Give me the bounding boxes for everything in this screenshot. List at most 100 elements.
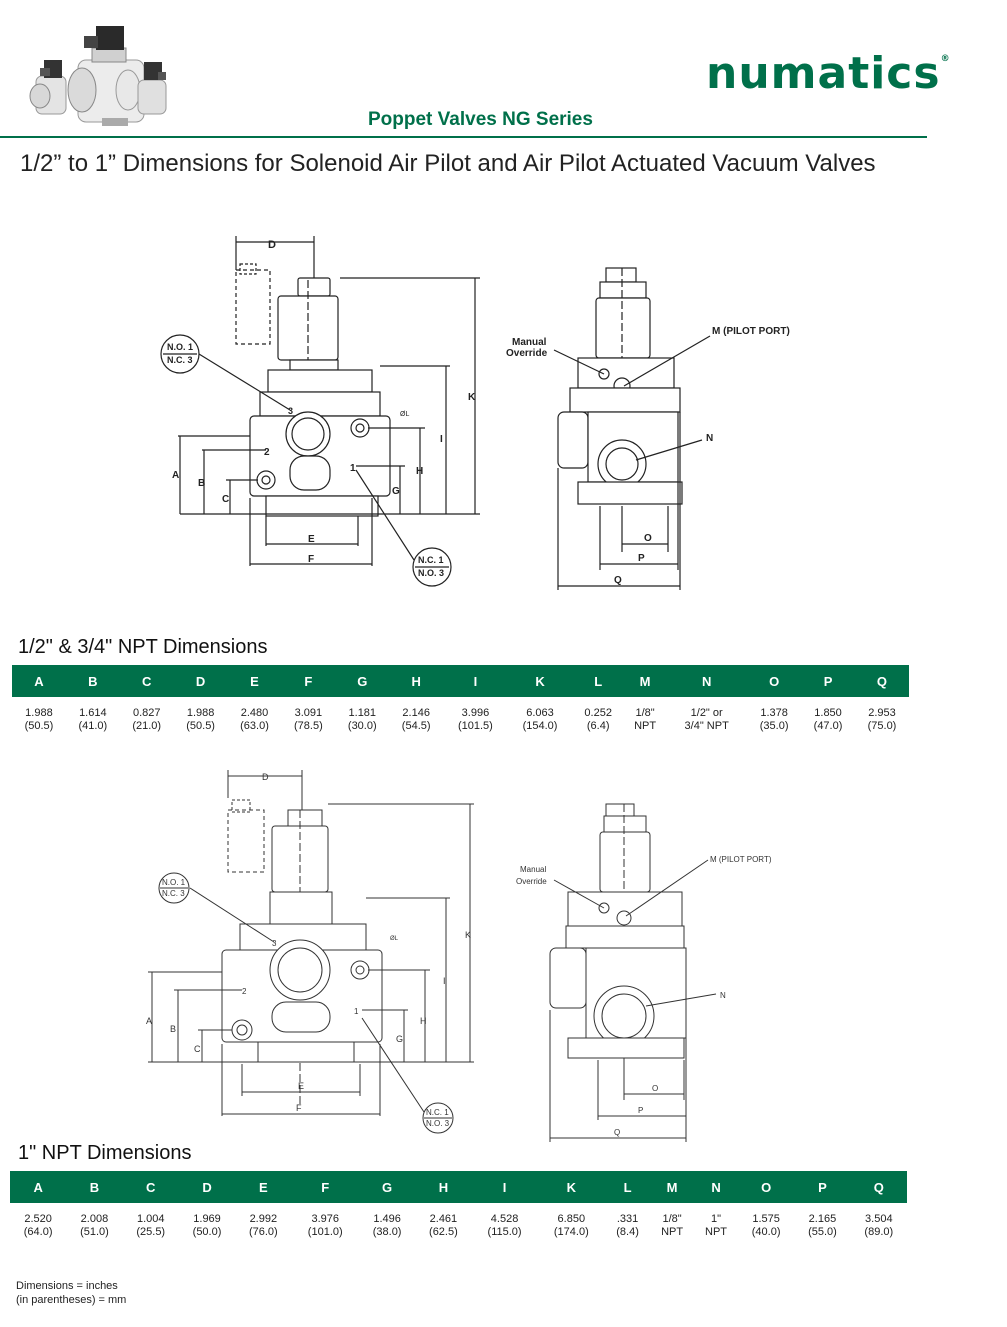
manual-override-line2: Override — [516, 877, 547, 886]
port-3-label: 3 — [272, 939, 277, 948]
side-view-diagram-1: D 2 1 3 ØL K I H G A B C E F N.O. 1 N.C.… — [160, 236, 480, 587]
dim-label-c: C — [194, 1044, 201, 1054]
table-cell: 1.614(41.0) — [78, 707, 108, 732]
callout-bottom-line1: N.C. 1 — [418, 555, 444, 565]
dim-label-e: E — [298, 1081, 304, 1091]
units-footnote: Dimensions = inches (in parentheses) = m… — [16, 1279, 126, 1307]
brand-logo: numatics® — [706, 48, 951, 99]
brand-name: numatics — [706, 48, 941, 99]
manual-override-line2: Override — [506, 348, 548, 359]
dim-label-g: G — [396, 1034, 403, 1044]
side-view-diagram-2: D 2 1 3 ØL K I H G A B C E F N.O. 1 N.C.… — [146, 770, 474, 1134]
table-cell: 1"NPT — [705, 1213, 728, 1238]
dim-label-q: Q — [614, 1128, 620, 1137]
dim-label-l: ØL — [390, 936, 399, 942]
dim-label-n: N — [720, 991, 726, 1000]
dim-label-n: N — [706, 433, 713, 444]
dim-label-f: F — [308, 554, 314, 565]
product-photo — [29, 26, 167, 126]
dim-label-i: I — [440, 434, 443, 445]
manual-override-line1: Manual — [520, 865, 546, 874]
front-view-diagram-1: Manual Override M (PILOT PORT) N O P Q — [506, 267, 790, 590]
callout-top-line2: N.C. 3 — [162, 889, 185, 898]
table-cell: 0.252(6.4) — [584, 707, 612, 732]
dim-label-l: ØL — [400, 411, 409, 418]
table-cell: 3.976(101.0) — [307, 1213, 343, 1238]
col-header-o: O — [738, 1171, 795, 1203]
footnote-line-1: Dimensions = inches — [16, 1280, 118, 1292]
col-header-c: C — [122, 1171, 179, 1203]
table-cell: .331(8.4) — [616, 1213, 639, 1238]
series-title: Poppet Valves NG Series — [368, 109, 593, 130]
dim-label-g: G — [392, 486, 400, 497]
section2-title: 1" NPT Dimensions — [18, 1142, 192, 1164]
dim-label-p: P — [638, 553, 645, 564]
port-2-label: 2 — [264, 447, 270, 458]
table-cell: 1.004(25.5) — [136, 1213, 166, 1238]
col-header-l: L — [572, 665, 625, 697]
col-header-g: G — [358, 1171, 416, 1203]
col-header-i: I — [443, 665, 508, 697]
col-header-p: P — [801, 665, 855, 697]
table-cell: 6.850(174.0) — [553, 1213, 589, 1238]
port-3-label: 3 — [288, 406, 293, 416]
table-row: 1.988(50.5) 1.614(41.0) 0.827(21.0) 1.98… — [12, 697, 909, 734]
dim-label-a: A — [172, 470, 179, 481]
pilot-port-label: M (PILOT PORT) — [710, 855, 772, 864]
col-header-e: E — [235, 1171, 292, 1203]
port-1-label: 1 — [350, 463, 356, 474]
dim-label-o: O — [652, 1084, 658, 1093]
table-cell: 1.575(40.0) — [751, 1213, 781, 1238]
table-cell: 6.063(154.0) — [522, 707, 558, 732]
dim-label-k: K — [465, 930, 471, 940]
col-header-m: M — [624, 665, 667, 697]
col-header-m: M — [650, 1171, 695, 1203]
col-header-f: F — [281, 665, 336, 697]
table-header-row: A B C D E F G H I K L M N O P Q — [12, 665, 909, 697]
table-cell: 2.480(63.0) — [240, 707, 269, 732]
dim-label-h: H — [420, 1016, 427, 1026]
col-header-o: O — [747, 665, 802, 697]
dim-label-d: D — [262, 772, 269, 782]
section1-title: 1/2" & 3/4" NPT Dimensions — [18, 636, 268, 658]
col-header-q: Q — [850, 1171, 907, 1203]
col-header-d: D — [173, 665, 228, 697]
col-header-f: F — [291, 1171, 359, 1203]
dim-label-o: O — [644, 533, 652, 544]
dim-label-e: E — [308, 534, 315, 545]
callout-bottom-line2: N.O. 3 — [426, 1119, 450, 1128]
dimensions-table-1: A B C D E F G H I K L M N O P Q 1.988(50… — [12, 665, 909, 734]
port-2-label: 2 — [242, 987, 247, 996]
col-header-n: N — [666, 665, 748, 697]
table-cell: 0.827(21.0) — [132, 707, 162, 732]
dim-label-f: F — [296, 1103, 302, 1113]
col-header-e: E — [227, 665, 282, 697]
pilot-port-label: M (PILOT PORT) — [712, 326, 790, 337]
col-header-b: B — [65, 665, 120, 697]
col-header-b: B — [66, 1171, 123, 1203]
col-header-p: P — [794, 1171, 851, 1203]
col-header-l: L — [605, 1171, 651, 1203]
table-cell: 2.461(62.5) — [429, 1213, 458, 1238]
table-cell: 1.378(35.0) — [759, 707, 789, 732]
dim-label-k: K — [468, 392, 476, 403]
col-header-g: G — [335, 665, 390, 697]
col-header-q: Q — [854, 665, 909, 697]
table-cell: 2.953(75.0) — [867, 707, 897, 732]
dim-label-b: B — [170, 1024, 176, 1034]
dim-label-b: B — [198, 478, 205, 489]
table-cell: 1.496(38.0) — [372, 1213, 402, 1238]
col-header-h: H — [389, 665, 444, 697]
col-header-a: A — [12, 665, 66, 697]
table-cell: 1.850(47.0) — [813, 707, 843, 732]
dim-label-h: H — [416, 466, 423, 477]
table-cell: 1/8"NPT — [661, 1213, 684, 1238]
callout-top-line2: N.C. 3 — [167, 355, 193, 365]
dim-label-p: P — [638, 1106, 643, 1115]
table-cell: 1.988(50.5) — [186, 707, 215, 732]
footnote-line-2: (in parentheses) = mm — [16, 1294, 127, 1306]
col-header-a: A — [10, 1171, 67, 1203]
dim-label-d: D — [268, 239, 276, 251]
col-header-h: H — [415, 1171, 472, 1203]
